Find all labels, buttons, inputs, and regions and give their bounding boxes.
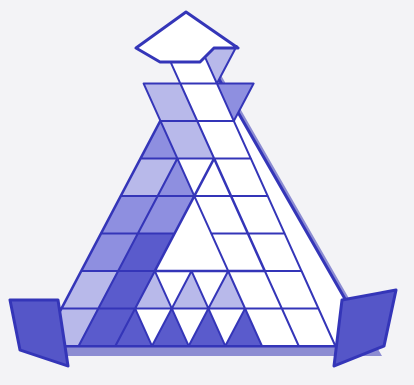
arrow-head-left xyxy=(10,300,68,366)
arrow-head-right xyxy=(334,290,396,366)
grid-cells xyxy=(42,46,372,346)
